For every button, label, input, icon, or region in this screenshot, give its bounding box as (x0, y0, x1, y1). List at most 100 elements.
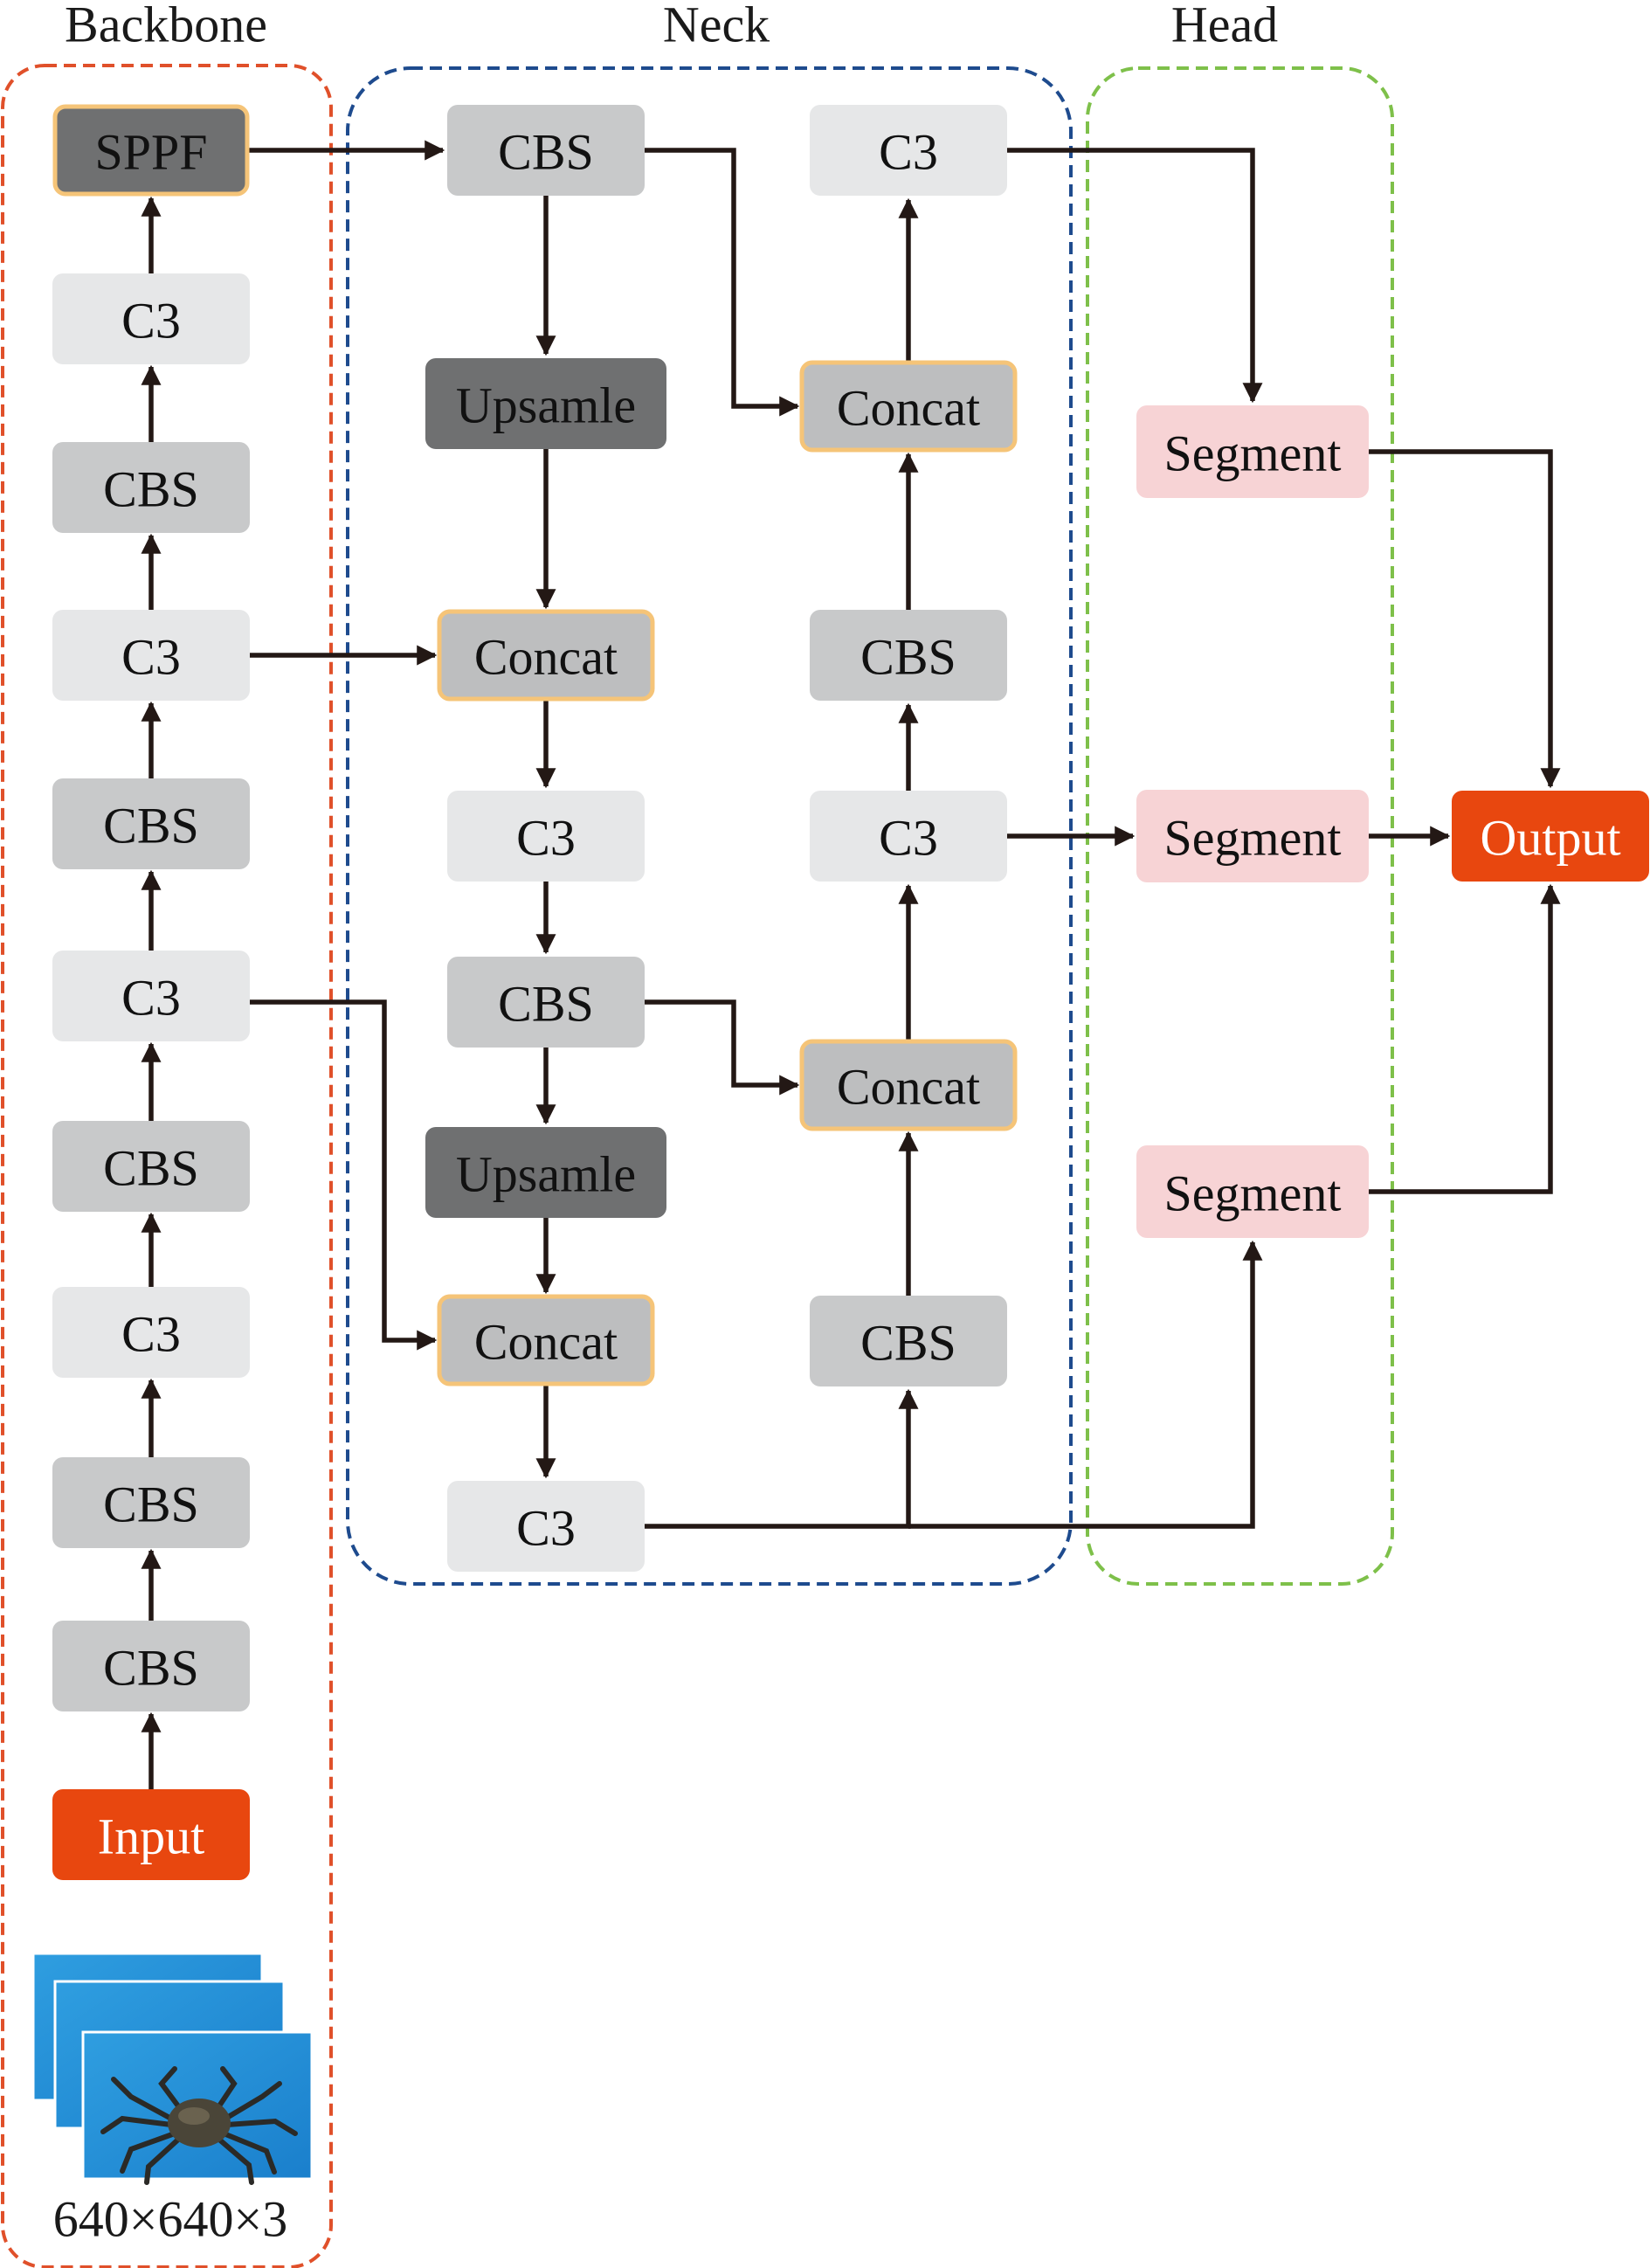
input-image-stack (31, 1952, 314, 2185)
node-box-nk-concat-3 (799, 1039, 1018, 1131)
node-label-nk-concat-3: Concat (837, 1059, 980, 1116)
node-label-nk-cbs-mid: CBS (498, 976, 594, 1033)
edge-nk-c3-out-to-seg-1 (1007, 148, 1263, 404)
node-nk-up-1: Upsamle (425, 358, 666, 449)
node-box-input (52, 1789, 250, 1880)
node-box-nk-concat-2 (437, 1294, 655, 1386)
node-nk-cbs-r1: CBS (810, 1296, 1007, 1386)
node-label-nk-concat-1: Concat (474, 629, 618, 686)
node-label-sppf: SPPF (94, 124, 207, 181)
node-bb-c3-1: C3 (52, 1287, 250, 1378)
node-box-bb-cbs-0 (52, 1621, 250, 1711)
node-nk-c3-1: C3 (447, 791, 645, 882)
node-label-seg-1: Segment (1164, 425, 1342, 482)
node-label-nk-c3-1: C3 (516, 810, 576, 867)
node-nk-concat-1: Concat (437, 609, 655, 702)
edge-seg-3-to-output (1369, 883, 1561, 1194)
node-seg-1: Segment (1136, 405, 1369, 498)
edges-layer (141, 140, 1561, 1789)
node-label-nk-cbs-r1: CBS (860, 1315, 956, 1372)
node-sppf: SPPF (52, 104, 250, 197)
node-label-nk-c3-out: C3 (879, 124, 938, 181)
edge-nk-cbs-top-to-nk-concat-4 (645, 148, 800, 417)
node-label-nk-up-1: Upsamle (456, 377, 636, 434)
neck-header: Neck (663, 0, 770, 53)
edge-seg-1-to-output (1369, 449, 1561, 789)
head-frame (1086, 66, 1394, 1586)
crab-body-highlight (178, 2107, 210, 2125)
node-label-input: Input (98, 1808, 204, 1865)
node-label-bb-cbs-3: CBS (103, 798, 199, 854)
node-nk-cbs-mid: CBS (447, 957, 645, 1048)
node-box-nk-concat-4 (799, 360, 1018, 453)
node-box-bb-c3-4 (52, 273, 250, 364)
node-box-bb-c3-3 (52, 610, 250, 701)
head-header: Head (1171, 0, 1278, 53)
node-bb-cbs-0: CBS (52, 1621, 250, 1711)
node-label-seg-2: Segment (1164, 810, 1342, 867)
node-label-nk-concat-4: Concat (837, 380, 980, 437)
node-label-bb-cbs-2: CBS (103, 1140, 199, 1197)
node-nk-c3-2: C3 (447, 1481, 645, 1572)
node-box-nk-c3-2 (447, 1481, 645, 1572)
edge-nk-c3-2-to-seg-3 (908, 1240, 1263, 1529)
node-box-nk-c3-r (810, 791, 1007, 882)
node-label-bb-cbs-1: CBS (103, 1476, 199, 1533)
node-bb-c3-3: C3 (52, 610, 250, 701)
node-box-bb-c3-2 (52, 951, 250, 1041)
node-seg-3: Segment (1136, 1145, 1369, 1238)
node-box-nk-cbs-top (447, 105, 645, 196)
node-output: Output (1452, 791, 1649, 882)
node-label-nk-cbs-r2: CBS (860, 629, 956, 686)
node-box-bb-cbs-3 (52, 778, 250, 869)
edge-bb-c3-2-to-nk-concat-2 (250, 999, 438, 1351)
node-label-bb-c3-4: C3 (121, 293, 181, 349)
node-box-nk-cbs-mid (447, 957, 645, 1048)
node-box-nk-c3-1 (447, 791, 645, 882)
node-bb-c3-2: C3 (52, 951, 250, 1041)
node-box-nk-concat-1 (437, 609, 655, 702)
node-label-bb-c3-3: C3 (121, 629, 181, 686)
node-label-bb-c3-2: C3 (121, 970, 181, 1027)
edge-nk-cbs-mid-to-nk-concat-3 (645, 999, 800, 1096)
node-label-bb-cbs-0: CBS (103, 1640, 199, 1697)
node-bb-cbs-3: CBS (52, 778, 250, 869)
node-label-bb-c3-1: C3 (121, 1306, 181, 1363)
node-bb-cbs-4: CBS (52, 442, 250, 533)
node-nk-concat-3: Concat (799, 1039, 1018, 1131)
node-box-bb-c3-1 (52, 1287, 250, 1378)
edge-nk-c3-2-to-nk-cbs-r1 (645, 1388, 919, 1529)
node-box-nk-up-1 (425, 358, 666, 449)
node-nk-cbs-r2: CBS (810, 610, 1007, 701)
node-label-nk-cbs-top: CBS (498, 124, 594, 181)
node-box-nk-cbs-r2 (810, 610, 1007, 701)
node-box-seg-2 (1136, 790, 1369, 882)
node-box-bb-cbs-1 (52, 1457, 250, 1548)
neck-frame (346, 66, 1073, 1586)
node-label-nk-concat-2: Concat (474, 1314, 618, 1371)
node-nk-up-2: Upsamle (425, 1127, 666, 1218)
node-box-seg-1 (1136, 405, 1369, 498)
input-size-caption: 640×640×3 (53, 2191, 287, 2248)
node-box-nk-up-2 (425, 1127, 666, 1218)
crab-image (100, 2066, 298, 2185)
backbone-frame (1, 64, 333, 2268)
node-box-nk-cbs-r1 (810, 1296, 1007, 1386)
backbone-header: Backbone (65, 0, 267, 53)
node-label-output: Output (1480, 810, 1620, 867)
node-label-nk-up-2: Upsamle (456, 1146, 636, 1203)
node-box-bb-cbs-4 (52, 442, 250, 533)
node-nk-c3-out: C3 (810, 105, 1007, 196)
node-input: Input (52, 1789, 250, 1880)
node-box-bb-cbs-2 (52, 1121, 250, 1212)
node-bb-cbs-2: CBS (52, 1121, 250, 1212)
node-bb-c3-4: C3 (52, 273, 250, 364)
node-nk-c3-r: C3 (810, 791, 1007, 882)
node-nk-cbs-top: CBS (447, 105, 645, 196)
node-label-bb-cbs-4: CBS (103, 461, 199, 518)
node-label-nk-c3-2: C3 (516, 1500, 576, 1557)
node-label-nk-c3-r: C3 (879, 810, 938, 867)
node-box-nk-c3-out (810, 105, 1007, 196)
node-label-seg-3: Segment (1164, 1165, 1342, 1222)
